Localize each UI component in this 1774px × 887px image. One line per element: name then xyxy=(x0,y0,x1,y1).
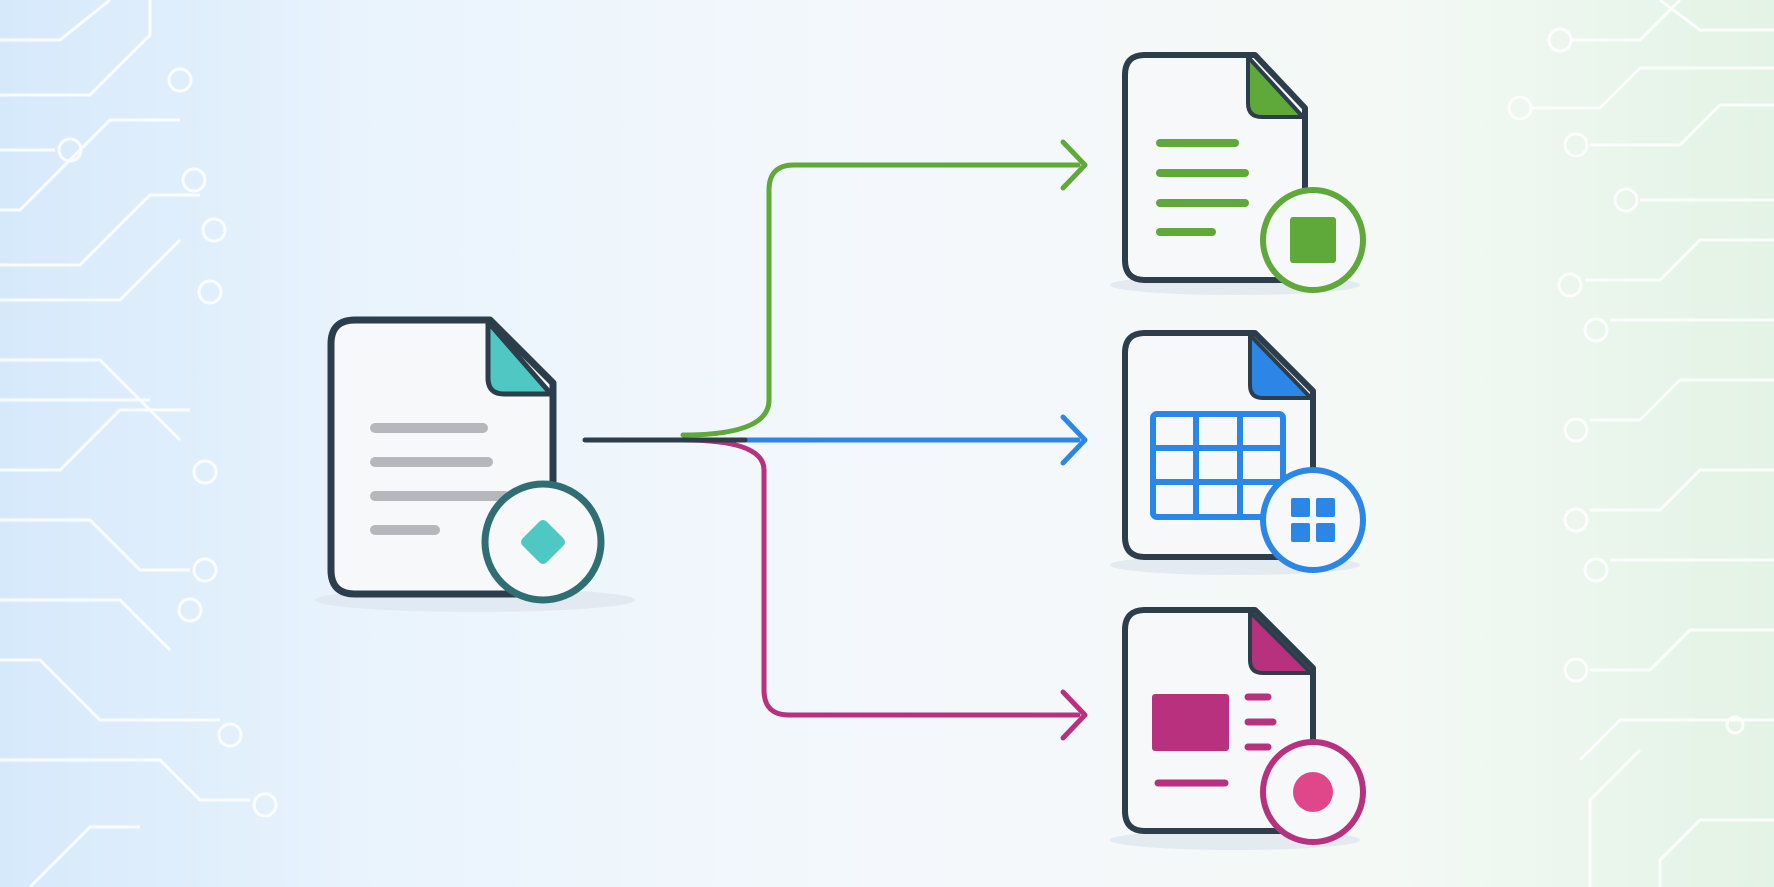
circuit-pattern-left xyxy=(0,0,278,887)
arrowheads xyxy=(1060,139,1088,741)
square-badge-icon xyxy=(1260,187,1366,293)
grid-badge-icon xyxy=(1260,467,1366,573)
image-block-icon xyxy=(1152,694,1229,751)
text-document xyxy=(1110,52,1366,295)
magenta-branch-line xyxy=(680,437,1081,718)
circle-badge-icon xyxy=(1260,739,1366,845)
text-fold-icon xyxy=(1246,55,1305,119)
green-branch-line xyxy=(680,162,1081,438)
table-grid-icon xyxy=(1150,411,1286,520)
diamond-badge-icon xyxy=(481,480,605,604)
green-arrowhead-icon xyxy=(1060,139,1088,191)
source-document xyxy=(315,316,635,612)
layout-fold-icon xyxy=(1248,610,1313,675)
connector-lines xyxy=(582,162,1081,718)
source-fold-icon xyxy=(485,319,554,397)
spreadsheet-fold-icon xyxy=(1248,333,1313,400)
magenta-arrowhead-icon xyxy=(1060,689,1088,741)
layout-document xyxy=(1110,607,1366,850)
circuit-pattern-right xyxy=(1507,0,1774,887)
spreadsheet-document xyxy=(1110,330,1366,575)
blue-arrowhead-icon xyxy=(1060,414,1088,466)
